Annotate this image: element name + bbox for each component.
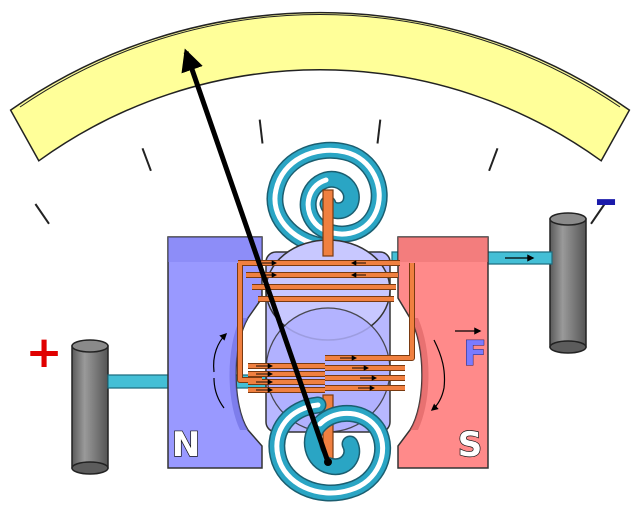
scale-tick bbox=[258, 119, 264, 144]
scale-arc-rim bbox=[19, 14, 621, 108]
needle-line bbox=[181, 48, 331, 463]
positive-sign: + bbox=[26, 327, 63, 378]
pointer-needle bbox=[181, 48, 332, 466]
south-pole-piece bbox=[397, 236, 489, 469]
scale-tick bbox=[141, 147, 152, 172]
scale-tick bbox=[488, 147, 499, 172]
north-pole-label: N bbox=[172, 425, 200, 465]
top-hairspring bbox=[266, 141, 388, 255]
scale-tick bbox=[590, 203, 606, 225]
coil-windings bbox=[237, 260, 415, 393]
scale-face bbox=[9, 12, 631, 225]
scale-arc-body bbox=[9, 12, 631, 162]
scale-ticks bbox=[34, 119, 606, 225]
south-pole-label: S bbox=[458, 425, 483, 465]
scale-tick bbox=[34, 203, 50, 225]
negative-terminal bbox=[549, 212, 587, 354]
needle-pivot bbox=[324, 458, 332, 466]
force-label: F bbox=[463, 334, 486, 374]
negative-sign: – bbox=[595, 172, 618, 226]
scale-tick bbox=[376, 119, 382, 144]
positive-terminal bbox=[71, 339, 109, 475]
